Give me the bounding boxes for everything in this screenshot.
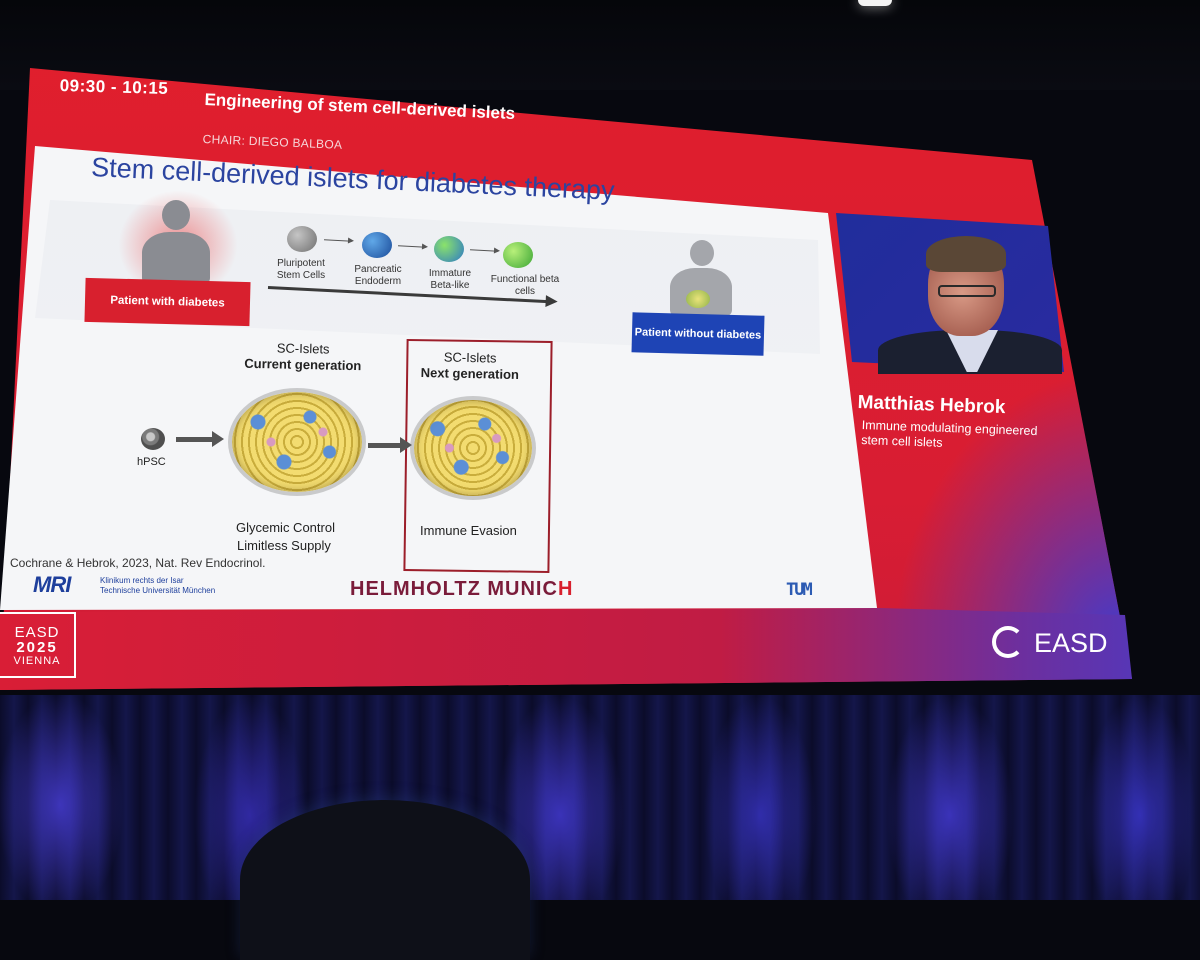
current-islet-icon bbox=[232, 392, 362, 492]
patient-with-diabetes-label: Patient with diabetes bbox=[84, 277, 251, 327]
screen-footer-band bbox=[0, 608, 1132, 690]
islet-to-next-arrow-icon bbox=[368, 437, 412, 453]
immune-evasion-text: Immune Evasion bbox=[420, 523, 517, 538]
session-time: 09:30 - 10:15 bbox=[59, 76, 169, 99]
speaker-glasses bbox=[938, 285, 996, 297]
immature-beta-cells-icon bbox=[434, 236, 464, 262]
current-generation-heading: SC-Islets Current generation bbox=[244, 340, 362, 374]
hpsc-to-islet-arrow-icon bbox=[176, 431, 224, 447]
speaker-hair bbox=[926, 236, 1006, 272]
step-label-immature: Immature Beta-like bbox=[428, 268, 472, 291]
easd-ring-icon bbox=[992, 626, 1024, 658]
stage-curtain bbox=[0, 695, 1200, 900]
functional-beta-cells-icon bbox=[503, 242, 533, 268]
limitless-supply-text: Limitless Supply bbox=[237, 538, 331, 553]
pluripotent-cells-icon bbox=[287, 226, 317, 252]
audience-head bbox=[240, 800, 530, 960]
mri-logo: MRI bbox=[33, 572, 71, 597]
hpsc-cell-icon bbox=[141, 428, 165, 450]
speaker-topic: Immune modulating engineered stem cell i… bbox=[860, 418, 1038, 450]
glycemic-control-text: Glycemic Control bbox=[236, 520, 335, 535]
ceiling-light bbox=[858, 0, 892, 6]
easd-2025-vienna-badge: EASD 2025 VIENNA bbox=[0, 612, 76, 678]
mri-logo-text: Klinikum rechts der Isar Technische Univ… bbox=[100, 576, 216, 595]
step-label-endoderm: Pancreatic Endoderm bbox=[354, 264, 402, 287]
citation: Cochrane & Hebrok, 2023, Nat. Rev Endocr… bbox=[10, 556, 266, 570]
helmholtz-munich-logo: HELMHOLTZ MUNICH bbox=[350, 578, 574, 600]
patient-without-diabetes-label: Patient without diabetes bbox=[631, 312, 765, 356]
hpsc-label: hPSC bbox=[137, 456, 166, 468]
room-ceiling bbox=[0, 0, 1200, 90]
easd-logo: EASD bbox=[1034, 628, 1108, 658]
pancreatic-endoderm-icon bbox=[362, 232, 392, 258]
step-label-pluripotent: Pluripotent Stem Cells bbox=[276, 258, 326, 281]
next-islet-icon bbox=[414, 400, 532, 496]
step-label-functional: Functional beta cells bbox=[490, 274, 560, 297]
tum-logo: TUM bbox=[786, 580, 813, 600]
